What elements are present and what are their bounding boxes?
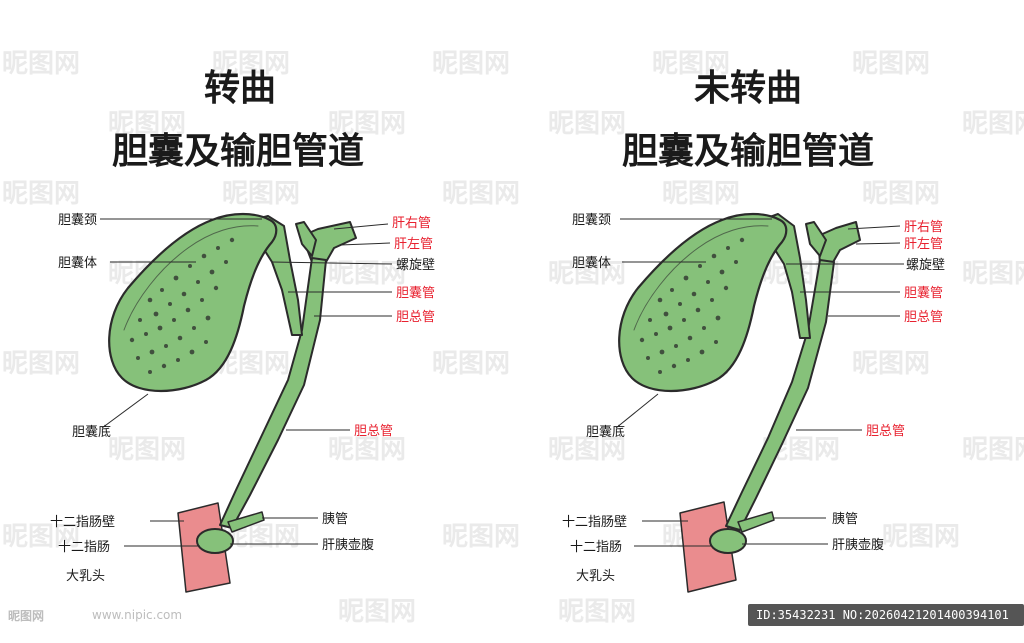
- watermark-text: 昵图网: [108, 109, 186, 139]
- label-gallbladder-neck: 胆囊颈: [58, 212, 97, 228]
- watermark-text: 昵图网: [432, 349, 510, 379]
- label-duodenal-wall: 十二指肠壁: [562, 515, 627, 530]
- label-duodenum: 十二指肠: [570, 540, 622, 555]
- ampulla-bulb: [196, 528, 234, 554]
- biliary-drawing: [108, 212, 357, 593]
- label-common-bile-duct-lower: 胆总管: [866, 424, 905, 439]
- anatomy-labels: 胆囊颈 胆囊体 胆囊底 肝右管 肝左管 螺旋壁 胆囊管 胆总管 胆总管 十二指肠…: [562, 212, 945, 584]
- label-duodenum: 十二指肠: [58, 540, 110, 555]
- panel-title-line1: 转曲: [204, 68, 276, 109]
- pancreatic-duct: [737, 511, 775, 533]
- watermark-text: 昵图网: [2, 349, 80, 379]
- label-gallbladder-body: 胆囊体: [58, 255, 97, 271]
- watermark-text: 昵图网: [862, 179, 940, 209]
- cystic-duct: [243, 215, 303, 336]
- leader-lines: [615, 218, 904, 547]
- watermark-text: 昵图网: [852, 49, 930, 79]
- mucosa-dots: [639, 237, 745, 374]
- leader-lines: [100, 218, 393, 547]
- footer-logo: 昵图网: [8, 609, 44, 623]
- right-hepatic-duct: [805, 221, 827, 257]
- label-left-hepatic-duct: 肝左管: [394, 237, 433, 252]
- label-cystic-duct: 胆囊管: [904, 285, 943, 301]
- anatomy-labels: 胆囊颈 胆囊体 胆囊底 肝右管 肝左管 螺旋壁 胆囊管 胆总管 胆总管 十二指肠…: [50, 212, 435, 584]
- right-hepatic-duct: [295, 221, 317, 257]
- watermark-text: 昵图网: [548, 259, 626, 289]
- watermark-text: 昵图网: [442, 522, 520, 552]
- watermark-text: 昵图网: [652, 49, 730, 79]
- watermark-text: 昵图网: [548, 109, 626, 139]
- panel-title-line1: 未转曲: [694, 68, 802, 109]
- gallbladder-shape: [618, 212, 788, 393]
- label-gallbladder-fundus: 胆囊底: [72, 424, 111, 440]
- watermark-text: 昵图网: [852, 349, 930, 379]
- id-bar: [748, 604, 1024, 626]
- watermark-text: 昵图网: [2, 49, 80, 79]
- label-pancreatic-duct: 胰管: [322, 512, 348, 527]
- watermark-text: 昵图网: [962, 259, 1024, 289]
- watermark-text: 昵图网: [2, 179, 80, 209]
- label-major-papilla: 大乳头: [66, 569, 105, 584]
- label-right-hepatic-duct: 肝右管: [392, 216, 431, 231]
- label-common-bile-duct-upper: 胆总管: [396, 310, 435, 325]
- biliary-drawing: [618, 212, 861, 593]
- footer-site: www.nipic.com: [92, 608, 182, 622]
- label-left-hepatic-duct: 肝左管: [904, 237, 943, 252]
- watermark-text: 昵图网: [222, 179, 300, 209]
- watermark-text: 昵图网: [2, 522, 80, 552]
- label-gallbladder-neck: 胆囊颈: [572, 212, 611, 228]
- label-spiral-fold: 螺旋壁: [396, 258, 435, 273]
- label-major-papilla: 大乳头: [576, 569, 615, 584]
- label-right-hepatic-duct: 肝右管: [904, 220, 943, 235]
- mucosa-dots: [129, 237, 235, 374]
- pancreatic-duct: [227, 511, 265, 533]
- watermark-text: 昵图网: [338, 597, 416, 627]
- image-id-text: ID:35432231 NO:20260421201400394101: [756, 608, 1009, 622]
- label-ampulla: 肝胰壶腹: [322, 537, 374, 553]
- panel-title-line2: 胆囊及输胆管道: [112, 131, 364, 172]
- panel-right: 未转曲 胆囊及输胆管道: [562, 68, 945, 593]
- watermark-text: 昵图网: [212, 49, 290, 79]
- panel-title-line2: 胆囊及输胆管道: [622, 131, 874, 172]
- label-gallbladder-body: 胆囊体: [572, 255, 611, 271]
- watermark-text: 昵图网: [962, 109, 1024, 139]
- ampulla-bulb: [709, 528, 747, 554]
- gallbladder-inner-edge: [123, 225, 259, 331]
- panel-left: 转曲 胆囊及输胆管道: [50, 68, 435, 593]
- watermark-text: 昵图网: [328, 109, 406, 139]
- label-common-bile-duct-lower: 胆总管: [354, 424, 393, 439]
- watermark-text: 昵图网: [882, 522, 960, 552]
- watermark-text: 昵图网: [108, 435, 186, 465]
- gallbladder-inner-edge: [633, 225, 769, 331]
- label-ampulla: 肝胰壶腹: [832, 537, 884, 553]
- footer: 昵图网 www.nipic.com ID:35432231 NO:2026042…: [8, 604, 1024, 626]
- watermark-text: 昵图网: [558, 597, 636, 627]
- label-gallbladder-fundus: 胆囊底: [586, 424, 625, 440]
- watermark-text: 昵图网: [432, 49, 510, 79]
- label-duodenal-wall: 十二指肠壁: [50, 515, 115, 530]
- label-spiral-fold: 螺旋壁: [906, 258, 945, 273]
- common-bile-duct: [725, 259, 835, 531]
- watermark-text: 昵图网: [962, 435, 1024, 465]
- watermark-text: 昵图网: [662, 179, 740, 209]
- label-cystic-duct: 胆囊管: [396, 285, 435, 301]
- cystic-duct: [755, 213, 811, 339]
- gallbladder-shape: [108, 212, 278, 393]
- watermark-text: 昵图网: [442, 179, 520, 209]
- duodenum-shape: [679, 501, 737, 593]
- watermark-text: 昵图网: [328, 435, 406, 465]
- label-common-bile-duct-upper: 胆总管: [904, 310, 943, 325]
- label-pancreatic-duct: 胰管: [832, 512, 858, 527]
- watermark-text: 昵图网: [548, 435, 626, 465]
